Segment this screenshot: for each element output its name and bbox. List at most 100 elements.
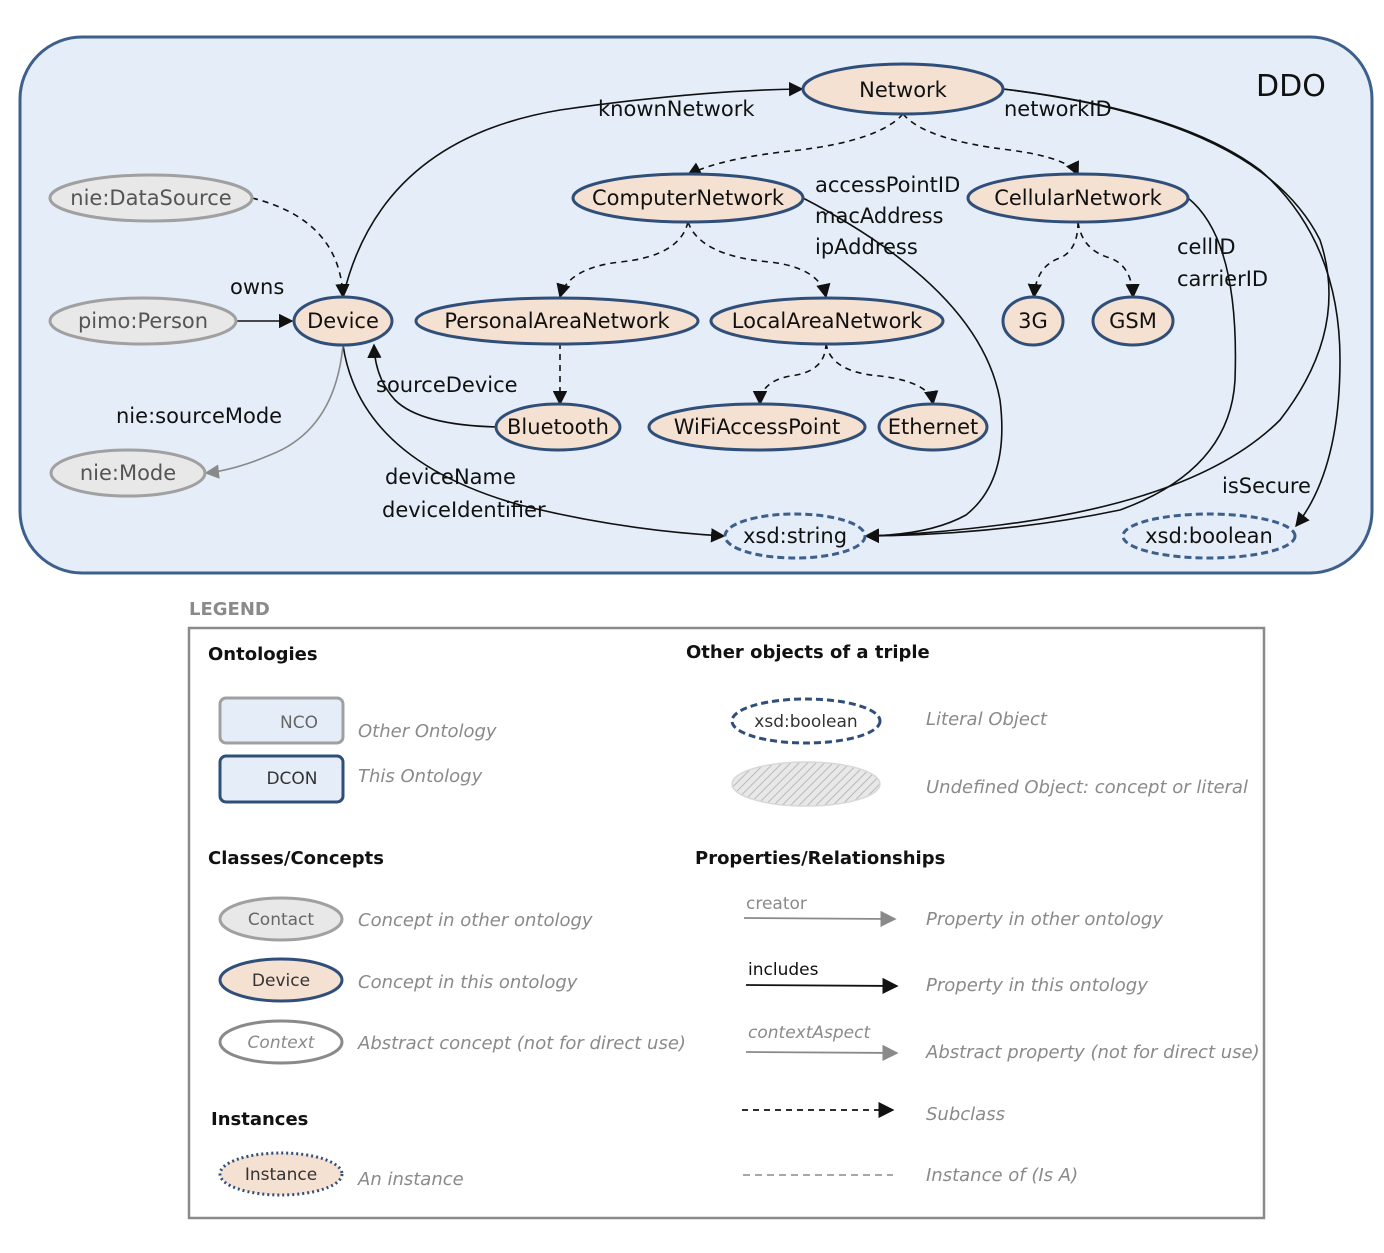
legend-prop-abstract-arrow	[745, 1044, 899, 1062]
legend-classes-heading: Classes/Concepts	[208, 848, 384, 869]
edge-device-xsd-string	[342, 344, 726, 543]
legend-other-ontology-label: NCO	[280, 713, 318, 733]
legend-class-other-desc: Concept in other ontology	[358, 910, 593, 931]
label-cell-id: cellID	[1177, 235, 1236, 259]
node-wifi: WiFiAccessPoint	[674, 415, 841, 439]
legend-prop-this-label: includes	[748, 960, 819, 980]
legend-box	[187, 626, 1266, 1220]
legend-other-objects-heading: Other objects of a triple	[686, 642, 930, 663]
legend-class-other-label: Contact	[248, 910, 314, 930]
legend-class-this-desc: Concept in this ontology	[358, 972, 578, 993]
legend-class-abstract-desc: Abstract concept (not for direct use)	[357, 1033, 686, 1054]
node-network: Network	[859, 78, 948, 102]
legend-prop-other-desc: Property in other ontology	[926, 909, 1163, 930]
label-ip-address: ipAddress	[815, 235, 918, 259]
legend-prop-this-arrow	[745, 977, 899, 995]
edge-lan-wifi	[752, 342, 827, 406]
node-xsd-string: xsd:string	[743, 524, 847, 548]
label-carrier-id: carrierID	[1177, 267, 1268, 291]
legend-undefined-desc: Undefined Object: concept or literal	[926, 777, 1248, 798]
node-person: pimo:Person	[78, 309, 208, 333]
legend-properties-heading: Properties/Relationships	[695, 848, 945, 869]
node-wifi-shape	[647, 402, 867, 452]
legend-instance-desc: An instance	[357, 1169, 464, 1190]
node-bluetooth-shape	[494, 402, 622, 452]
legend-literal-desc: Literal Object	[926, 709, 1048, 730]
node-bluetooth: Bluetooth	[507, 415, 609, 439]
edge-network-computernetwork	[686, 113, 904, 176]
node-device: Device	[307, 309, 379, 333]
edge-cellular-gsm	[1077, 221, 1140, 299]
node-xsd-boolean-shape	[1121, 512, 1297, 560]
node-datasource: nie:DataSource	[70, 186, 231, 210]
edge-nie-source-mode	[204, 344, 344, 479]
label-mac-address: macAddress	[815, 204, 944, 228]
label-owns: owns	[230, 275, 284, 299]
node-pan: PersonalAreaNetwork	[444, 309, 670, 333]
label-known-network: knownNetwork	[598, 97, 755, 121]
legend-title: LEGEND	[189, 599, 270, 620]
label-device-identifier: deviceIdentifier	[382, 498, 546, 522]
legend-class-this-shape	[218, 957, 344, 1003]
edge-is-secure	[1002, 88, 1341, 528]
legend-instance-label: Instance	[245, 1165, 317, 1185]
legend-undefined-shape	[731, 761, 881, 807]
node-person-shape	[48, 296, 238, 346]
node-mode-shape	[49, 448, 207, 498]
diagram-nodes: Network ComputerNetwork CellularNetwork …	[48, 62, 1297, 560]
legend-prop-other-arrow	[743, 910, 897, 928]
edge-computernetwork-xsd-string	[802, 197, 1003, 543]
edge-computernetwork-lan	[687, 221, 831, 299]
node-3g-shape	[1001, 295, 1065, 347]
node-computernetwork: ComputerNetwork	[592, 186, 785, 210]
node-cellularnetwork: CellularNetwork	[994, 186, 1162, 210]
edge-cellular-xsd-string	[864, 197, 1237, 544]
subclass-edges	[251, 113, 1140, 406]
legend-prop-abstract-desc: Abstract property (not for direct use)	[925, 1042, 1260, 1063]
legend-instance-of-desc: Instance of (Is A)	[926, 1165, 1078, 1186]
node-gsm-shape	[1091, 295, 1175, 347]
legend-this-ontology-label: DCON	[266, 769, 317, 789]
legend-this-ontology-desc: This Ontology	[358, 766, 483, 787]
edge-labels: knownNetwork networkID accessPointID mac…	[116, 97, 1311, 522]
node-computernetwork-shape	[571, 172, 805, 224]
edge-cellular-3g	[1027, 221, 1079, 299]
edge-lan-ethernet	[825, 342, 939, 406]
legend-other-ontology-box	[218, 696, 345, 745]
legend-ontologies-heading: Ontologies	[208, 644, 318, 665]
edge-known-network	[342, 81, 804, 298]
node-3g: 3G	[1018, 309, 1048, 333]
node-pan-shape	[414, 296, 700, 346]
legend-prop-this-desc: Property in this ontology	[926, 975, 1148, 996]
node-lan-shape	[709, 296, 945, 346]
legend-other-ontology-desc: Other Ontology	[358, 721, 497, 742]
node-device-shape	[292, 295, 394, 347]
ddo-panel	[18, 35, 1374, 575]
label-source-device: sourceDevice	[376, 373, 518, 397]
node-xsd-boolean: xsd:boolean	[1145, 524, 1273, 548]
label-nie-source-mode: nie:sourceMode	[116, 404, 282, 428]
node-gsm: GSM	[1109, 309, 1157, 333]
node-datasource-shape	[48, 173, 254, 223]
legend-this-ontology-box	[218, 754, 345, 804]
label-network-id: networkID	[1004, 97, 1112, 121]
label-device-name: deviceName	[385, 465, 516, 489]
legend-class-other-shape	[218, 896, 344, 942]
label-is-secure: isSecure	[1222, 474, 1311, 498]
edge-network-cellularnetwork	[902, 113, 1079, 177]
legend-class-abstract-label: Context	[248, 1033, 316, 1053]
legend-prop-abstract-label: contextAspect	[748, 1023, 871, 1043]
node-cellularnetwork-shape	[966, 172, 1190, 224]
node-ethernet: Ethernet	[888, 415, 978, 439]
legend-subclass-desc: Subclass	[926, 1104, 1005, 1125]
property-edges	[236, 81, 1341, 544]
legend-class-abstract-shape	[218, 1019, 344, 1065]
node-xsd-string-shape	[723, 512, 867, 560]
legend-class-this-label: Device	[252, 971, 310, 991]
edge-network-id-xsd-string	[864, 88, 1330, 543]
legend-instances-heading: Instances	[211, 1109, 308, 1130]
legend-prop-other-label: creator	[746, 894, 807, 914]
node-lan: LocalAreaNetwork	[732, 309, 923, 333]
legend-literal-shape	[730, 697, 882, 745]
